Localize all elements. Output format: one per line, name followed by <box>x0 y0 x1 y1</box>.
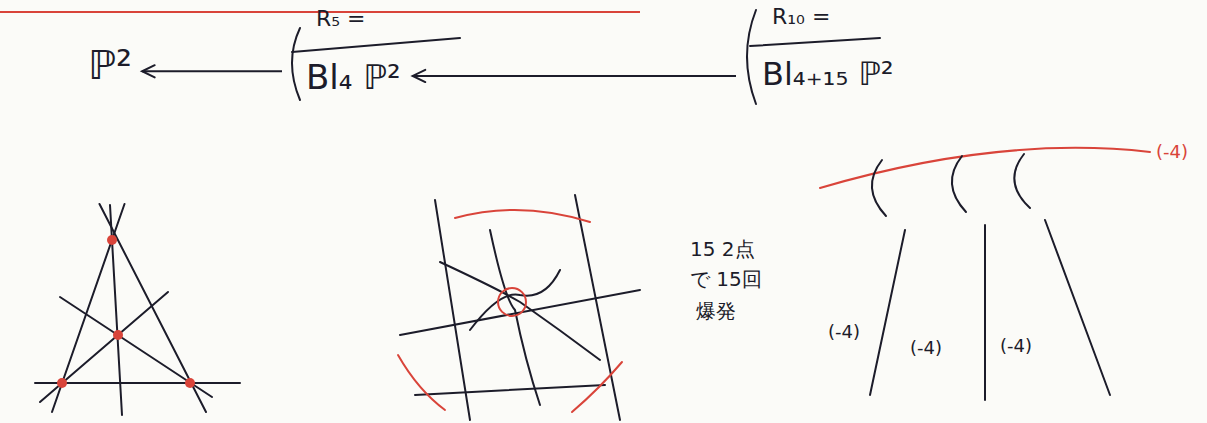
space-node: Bl₄ ℙ² <box>286 54 409 101</box>
arrow-shaft <box>142 70 282 72</box>
space-name: ℙ² <box>88 42 132 88</box>
space-name: Bl₄₊₁₅ ℙ² <box>762 56 894 93</box>
arrow-head <box>142 65 155 77</box>
brace <box>747 10 756 104</box>
exceptional-curve <box>398 148 1150 412</box>
note-label: で 15回 <box>690 268 762 291</box>
note-label: R₅ = <box>316 6 366 31</box>
map-arrow <box>413 70 736 82</box>
note-label: (-4) <box>828 322 860 343</box>
blown-up-configuration <box>400 195 640 420</box>
map-arrow <box>142 65 282 77</box>
note-label: (-4) <box>1000 336 1032 357</box>
note-label: 15 2点 <box>690 238 755 261</box>
note-label: 爆発 <box>696 300 736 323</box>
space-node: Bl₄₊₁₅ ℙ² <box>740 52 902 97</box>
note-label: (-4) <box>910 338 942 359</box>
note-label: R₁₀ = <box>772 4 830 29</box>
brace <box>292 28 300 100</box>
arrow-shaft <box>413 75 736 77</box>
slash <box>292 38 460 52</box>
space-name: Bl₄ ℙ² <box>306 58 401 97</box>
line-configuration <box>35 204 240 415</box>
curve-configuration <box>870 154 1110 400</box>
space-node: ℙ² <box>82 38 138 92</box>
slash <box>750 38 880 46</box>
note-label: (-4) <box>1156 142 1188 163</box>
arrow-head <box>413 70 426 82</box>
point <box>57 235 195 388</box>
